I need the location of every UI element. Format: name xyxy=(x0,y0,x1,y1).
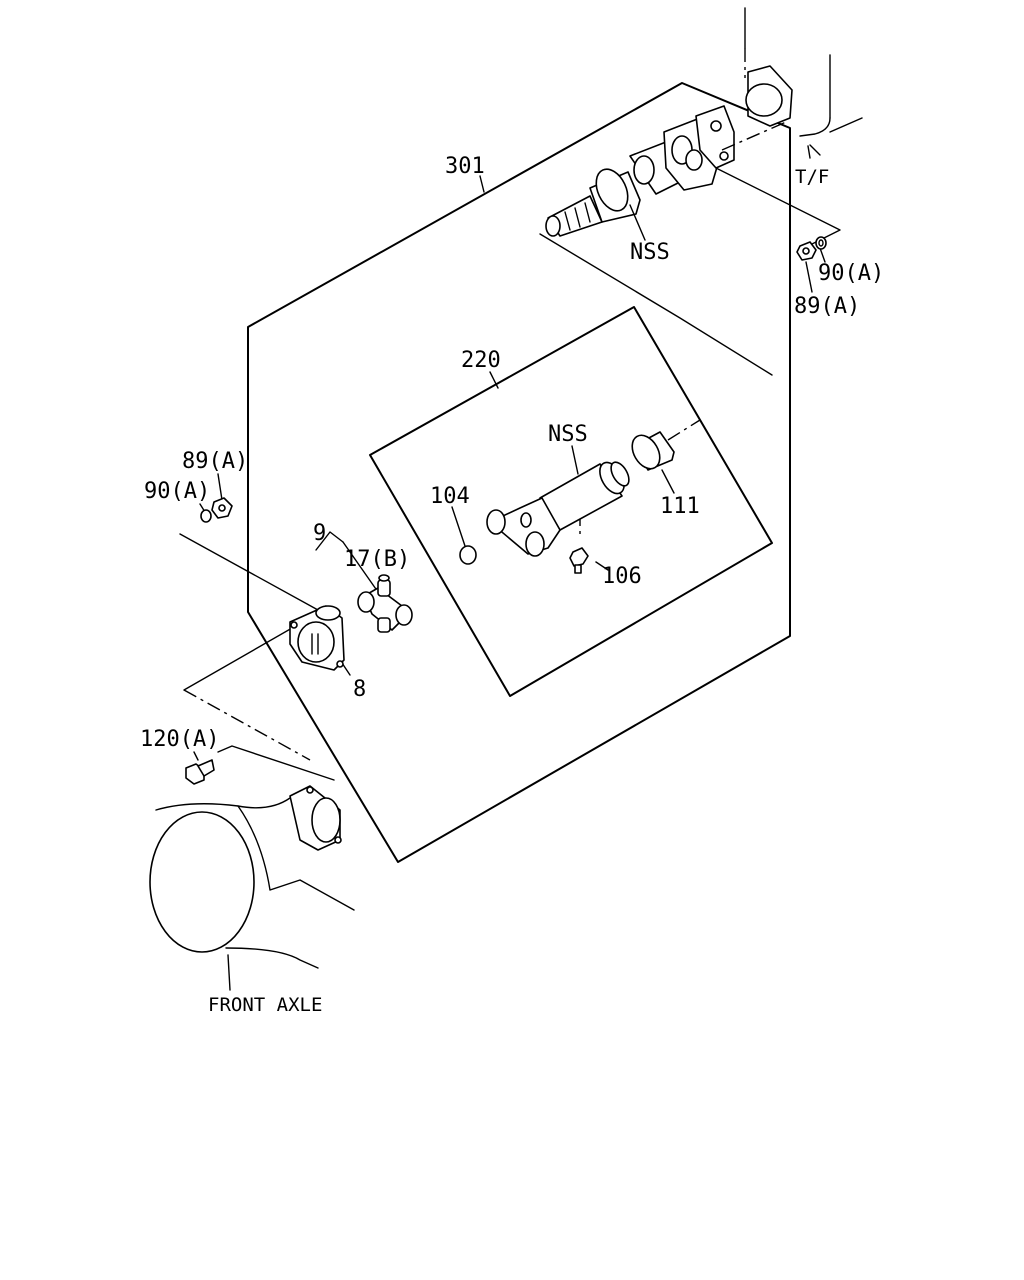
bolt-120a xyxy=(185,759,215,785)
grease-fitting-106 xyxy=(569,547,589,574)
label-104: 104 xyxy=(430,484,470,509)
label-120a: 120(A) xyxy=(140,727,219,752)
label-301: 301 xyxy=(445,154,485,179)
label-89a-right: 89(A) xyxy=(794,294,860,319)
transfer-case xyxy=(744,7,863,156)
label-220: 220 xyxy=(461,348,501,373)
label-106: 106 xyxy=(602,564,642,589)
label-8: 8 xyxy=(353,677,366,702)
washer-nut-left xyxy=(200,497,233,523)
label-111: 111 xyxy=(660,494,700,519)
assembly-301-outline xyxy=(247,82,791,863)
flange-yoke-8 xyxy=(289,605,345,671)
dust-cover-111 xyxy=(631,431,675,471)
label-9: 9 xyxy=(313,521,326,546)
label-90a-right: 90(A) xyxy=(818,261,884,286)
label-nss-mid: NSS xyxy=(548,422,588,447)
label-89a-left: 89(A) xyxy=(182,449,248,474)
washer-nut-right xyxy=(796,236,827,261)
universal-joint-spider xyxy=(357,574,413,633)
front-slip-yoke-assembly xyxy=(545,105,787,237)
label-front-axle: FRONT AXLE xyxy=(208,994,322,1016)
label-17b: 17(B) xyxy=(344,547,410,572)
assembly-220-outline xyxy=(369,306,773,697)
label-tf: T/F xyxy=(795,166,829,188)
plug-104 xyxy=(459,545,477,565)
leader-lines xyxy=(179,145,841,991)
label-90a-left: 90(A) xyxy=(144,479,210,504)
label-nss-top: NSS xyxy=(630,240,670,265)
propeller-shaft-tube xyxy=(486,461,630,557)
front-axle-housing xyxy=(149,785,355,969)
